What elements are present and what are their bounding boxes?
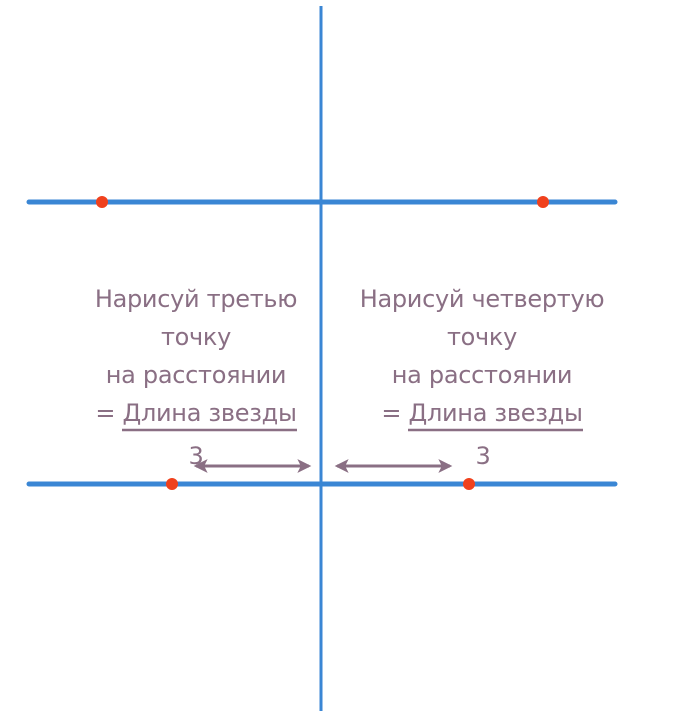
top-left-point [96, 196, 108, 208]
top-right-point [537, 196, 549, 208]
left-label-line3: на расстоянии [105, 361, 287, 389]
left-label-line1: Нарисуй третью [94, 285, 298, 313]
right-label-denominator: 3 [475, 442, 491, 470]
right-label-line3: на расстоянии [391, 361, 573, 389]
left-instruction-label: Нарисуй третью точку на расстоянии = Дли… [70, 280, 322, 432]
right-label-line4: = Длина звезды [381, 399, 583, 427]
left-label-line2: точку [160, 323, 232, 351]
bottom-left-point [166, 478, 178, 490]
left-label-denominator: 3 [188, 442, 204, 470]
right-label-line2: точку [446, 323, 518, 351]
right-label-line1: Нарисуй четвертую [359, 285, 605, 313]
left-label-line4: = Длина звезды [95, 399, 297, 427]
bottom-right-point [463, 478, 475, 490]
right-instruction-label: Нарисуй четвертую точку на расстоянии = … [336, 280, 628, 432]
